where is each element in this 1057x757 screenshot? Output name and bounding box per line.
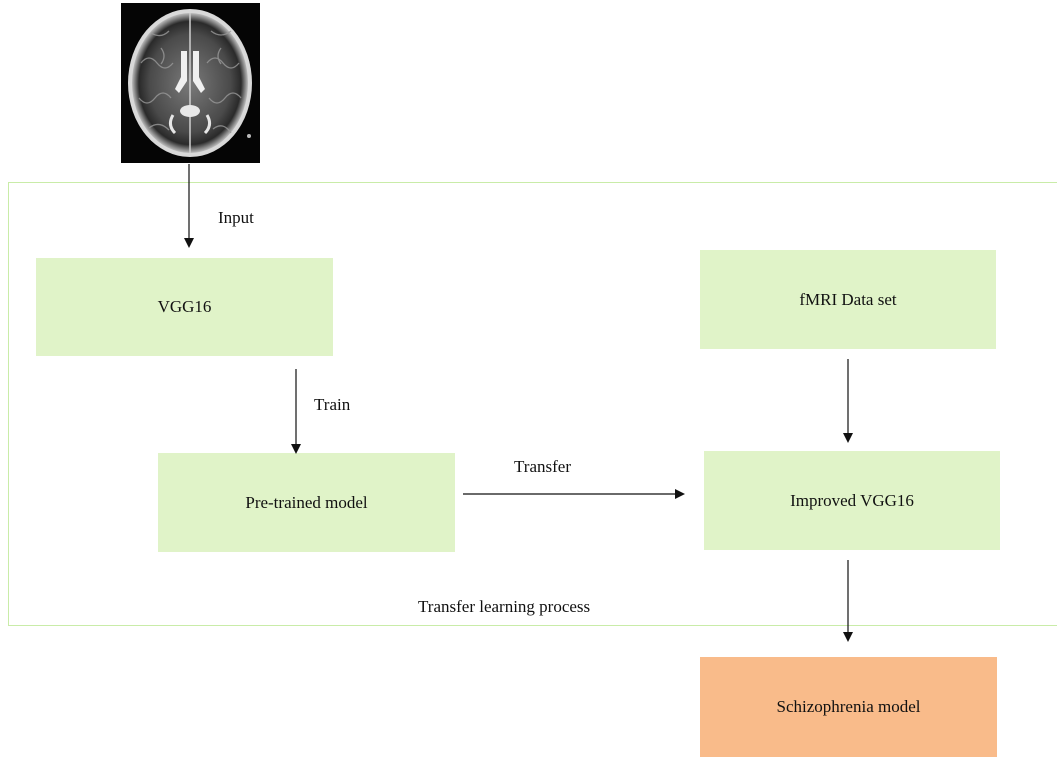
schizophrenia-model-node: Schizophrenia model bbox=[700, 657, 997, 757]
vgg16-label: VGG16 bbox=[157, 297, 212, 316]
vgg16-node: VGG16 bbox=[36, 258, 333, 356]
fmri-dataset-label: fMRI Data set bbox=[799, 289, 897, 309]
pretrained-model-label: Pre-trained model bbox=[245, 492, 368, 512]
transfer-label: Transfer bbox=[514, 457, 571, 476]
process-label: Transfer learning process bbox=[418, 597, 591, 616]
pretrained-model-node: Pre-trained model bbox=[158, 453, 455, 552]
improved-vgg16-node: Improved VGG16 bbox=[704, 451, 1000, 550]
fmri-dataset-node: fMRI Data set bbox=[700, 250, 996, 349]
train-label: Train bbox=[314, 395, 351, 414]
brain-mri-image bbox=[121, 3, 260, 163]
transfer-learning-frame bbox=[8, 182, 1057, 626]
input-label: Input bbox=[218, 208, 254, 227]
improved-vgg16-label: Improved VGG16 bbox=[790, 490, 914, 510]
schizophrenia-model-label: Schizophrenia model bbox=[776, 697, 921, 716]
